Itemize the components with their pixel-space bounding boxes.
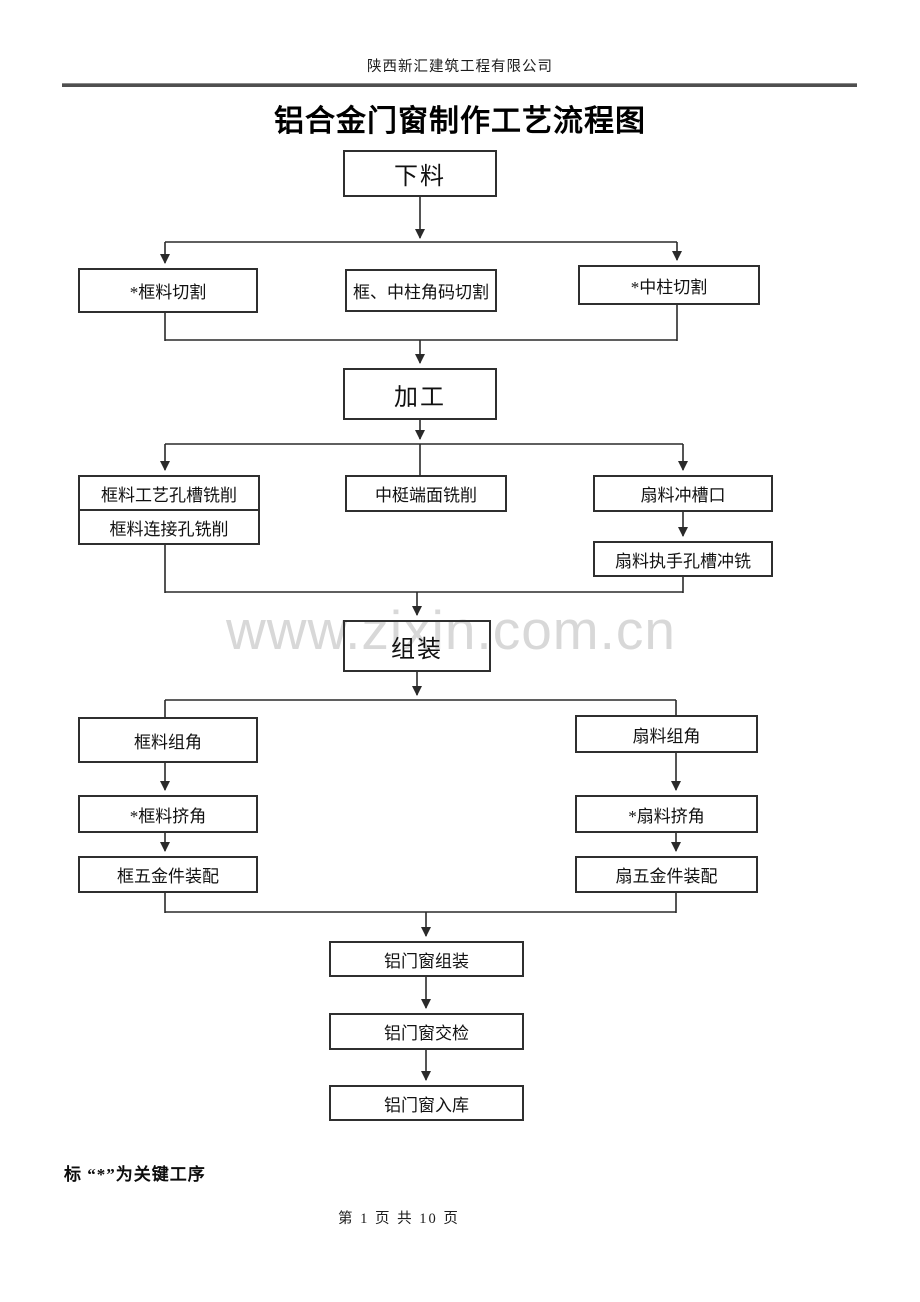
node-blanking: 下料 <box>343 150 497 197</box>
node-label: 铝门窗组装 <box>384 951 469 971</box>
node-frame-corner-joining: 框料组角 <box>78 717 258 763</box>
node-corner-brace-cutting: 框、中柱角码切割 <box>345 269 497 312</box>
node-frame-corner-crimping: *框料挤角 <box>78 795 258 833</box>
node-frame-process-hole-milling: 框料工艺孔槽铣削 <box>78 475 260 511</box>
node-frame-cutting: *框料切割 <box>78 268 258 313</box>
node-window-assembly: 铝门窗组装 <box>329 941 524 977</box>
node-window-inspection: 铝门窗交检 <box>329 1013 524 1050</box>
node-label: 扇五金件装配 <box>615 867 718 886</box>
company-header: 陕西新汇建筑工程有限公司 <box>367 59 553 75</box>
page-number: 第 1 页 共 10 页 <box>338 1211 460 1227</box>
page-title: 铝合金门窗制作工艺流程图 <box>274 105 646 138</box>
node-label: *中柱切割 <box>630 277 708 297</box>
node-label: 铝门窗交检 <box>384 1024 469 1043</box>
node-label: 框料连接孔铣削 <box>109 519 229 539</box>
node-assembly: 组装 <box>343 620 491 672</box>
node-label: *框料挤角 <box>129 806 207 826</box>
node-label: *扇料挤角 <box>628 806 705 826</box>
node-sash-handle-hole-milling: 扇料执手孔槽冲铣 <box>593 541 773 577</box>
node-mullion-cutting: *中柱切割 <box>578 265 760 305</box>
node-frame-connection-hole-milling: 框料连接孔铣削 <box>78 509 260 545</box>
node-window-storage: 铝门窗入库 <box>329 1085 524 1121</box>
node-sash-corner-joining: 扇料组角 <box>575 715 758 753</box>
node-label: 扇料冲槽口 <box>640 486 726 505</box>
node-label: 组装 <box>391 635 443 663</box>
node-label: 框、中柱角码切割 <box>353 283 489 302</box>
node-label: 铝门窗入库 <box>384 1095 469 1115</box>
node-label: 框五金件装配 <box>117 867 219 886</box>
node-label: *框料切割 <box>129 283 207 302</box>
header-divider <box>62 83 857 87</box>
node-mullion-end-milling: 中梃端面铣削 <box>345 475 507 512</box>
node-label: 加工 <box>394 383 446 411</box>
node-label: 下料 <box>394 163 446 190</box>
node-processing: 加工 <box>343 368 497 420</box>
connector-group-assembly-split <box>164 672 677 718</box>
node-label: 扇料执手孔槽冲铣 <box>615 551 751 571</box>
node-label: 中梃端面铣削 <box>375 486 477 505</box>
node-sash-hardware-assembly: 扇五金件装配 <box>575 856 758 893</box>
node-frame-hardware-assembly: 框五金件装配 <box>78 856 258 893</box>
connector-group-merge-to-window-assembly <box>164 893 677 937</box>
connector-group-blanking-split <box>160 197 682 264</box>
node-sash-corner-crimping: *扇料挤角 <box>575 795 758 833</box>
key-process-note: 标 “*”为关键工序 <box>64 1165 206 1184</box>
node-sash-slot-punching: 扇料冲槽口 <box>593 475 773 512</box>
node-label: 框料工艺孔槽铣削 <box>101 485 237 505</box>
watermark: www.zixin.com.cn <box>226 599 676 661</box>
node-label: 框料组角 <box>134 732 202 752</box>
node-label: 扇料组角 <box>632 726 701 746</box>
connector-group-merge-to-processing <box>164 305 678 364</box>
